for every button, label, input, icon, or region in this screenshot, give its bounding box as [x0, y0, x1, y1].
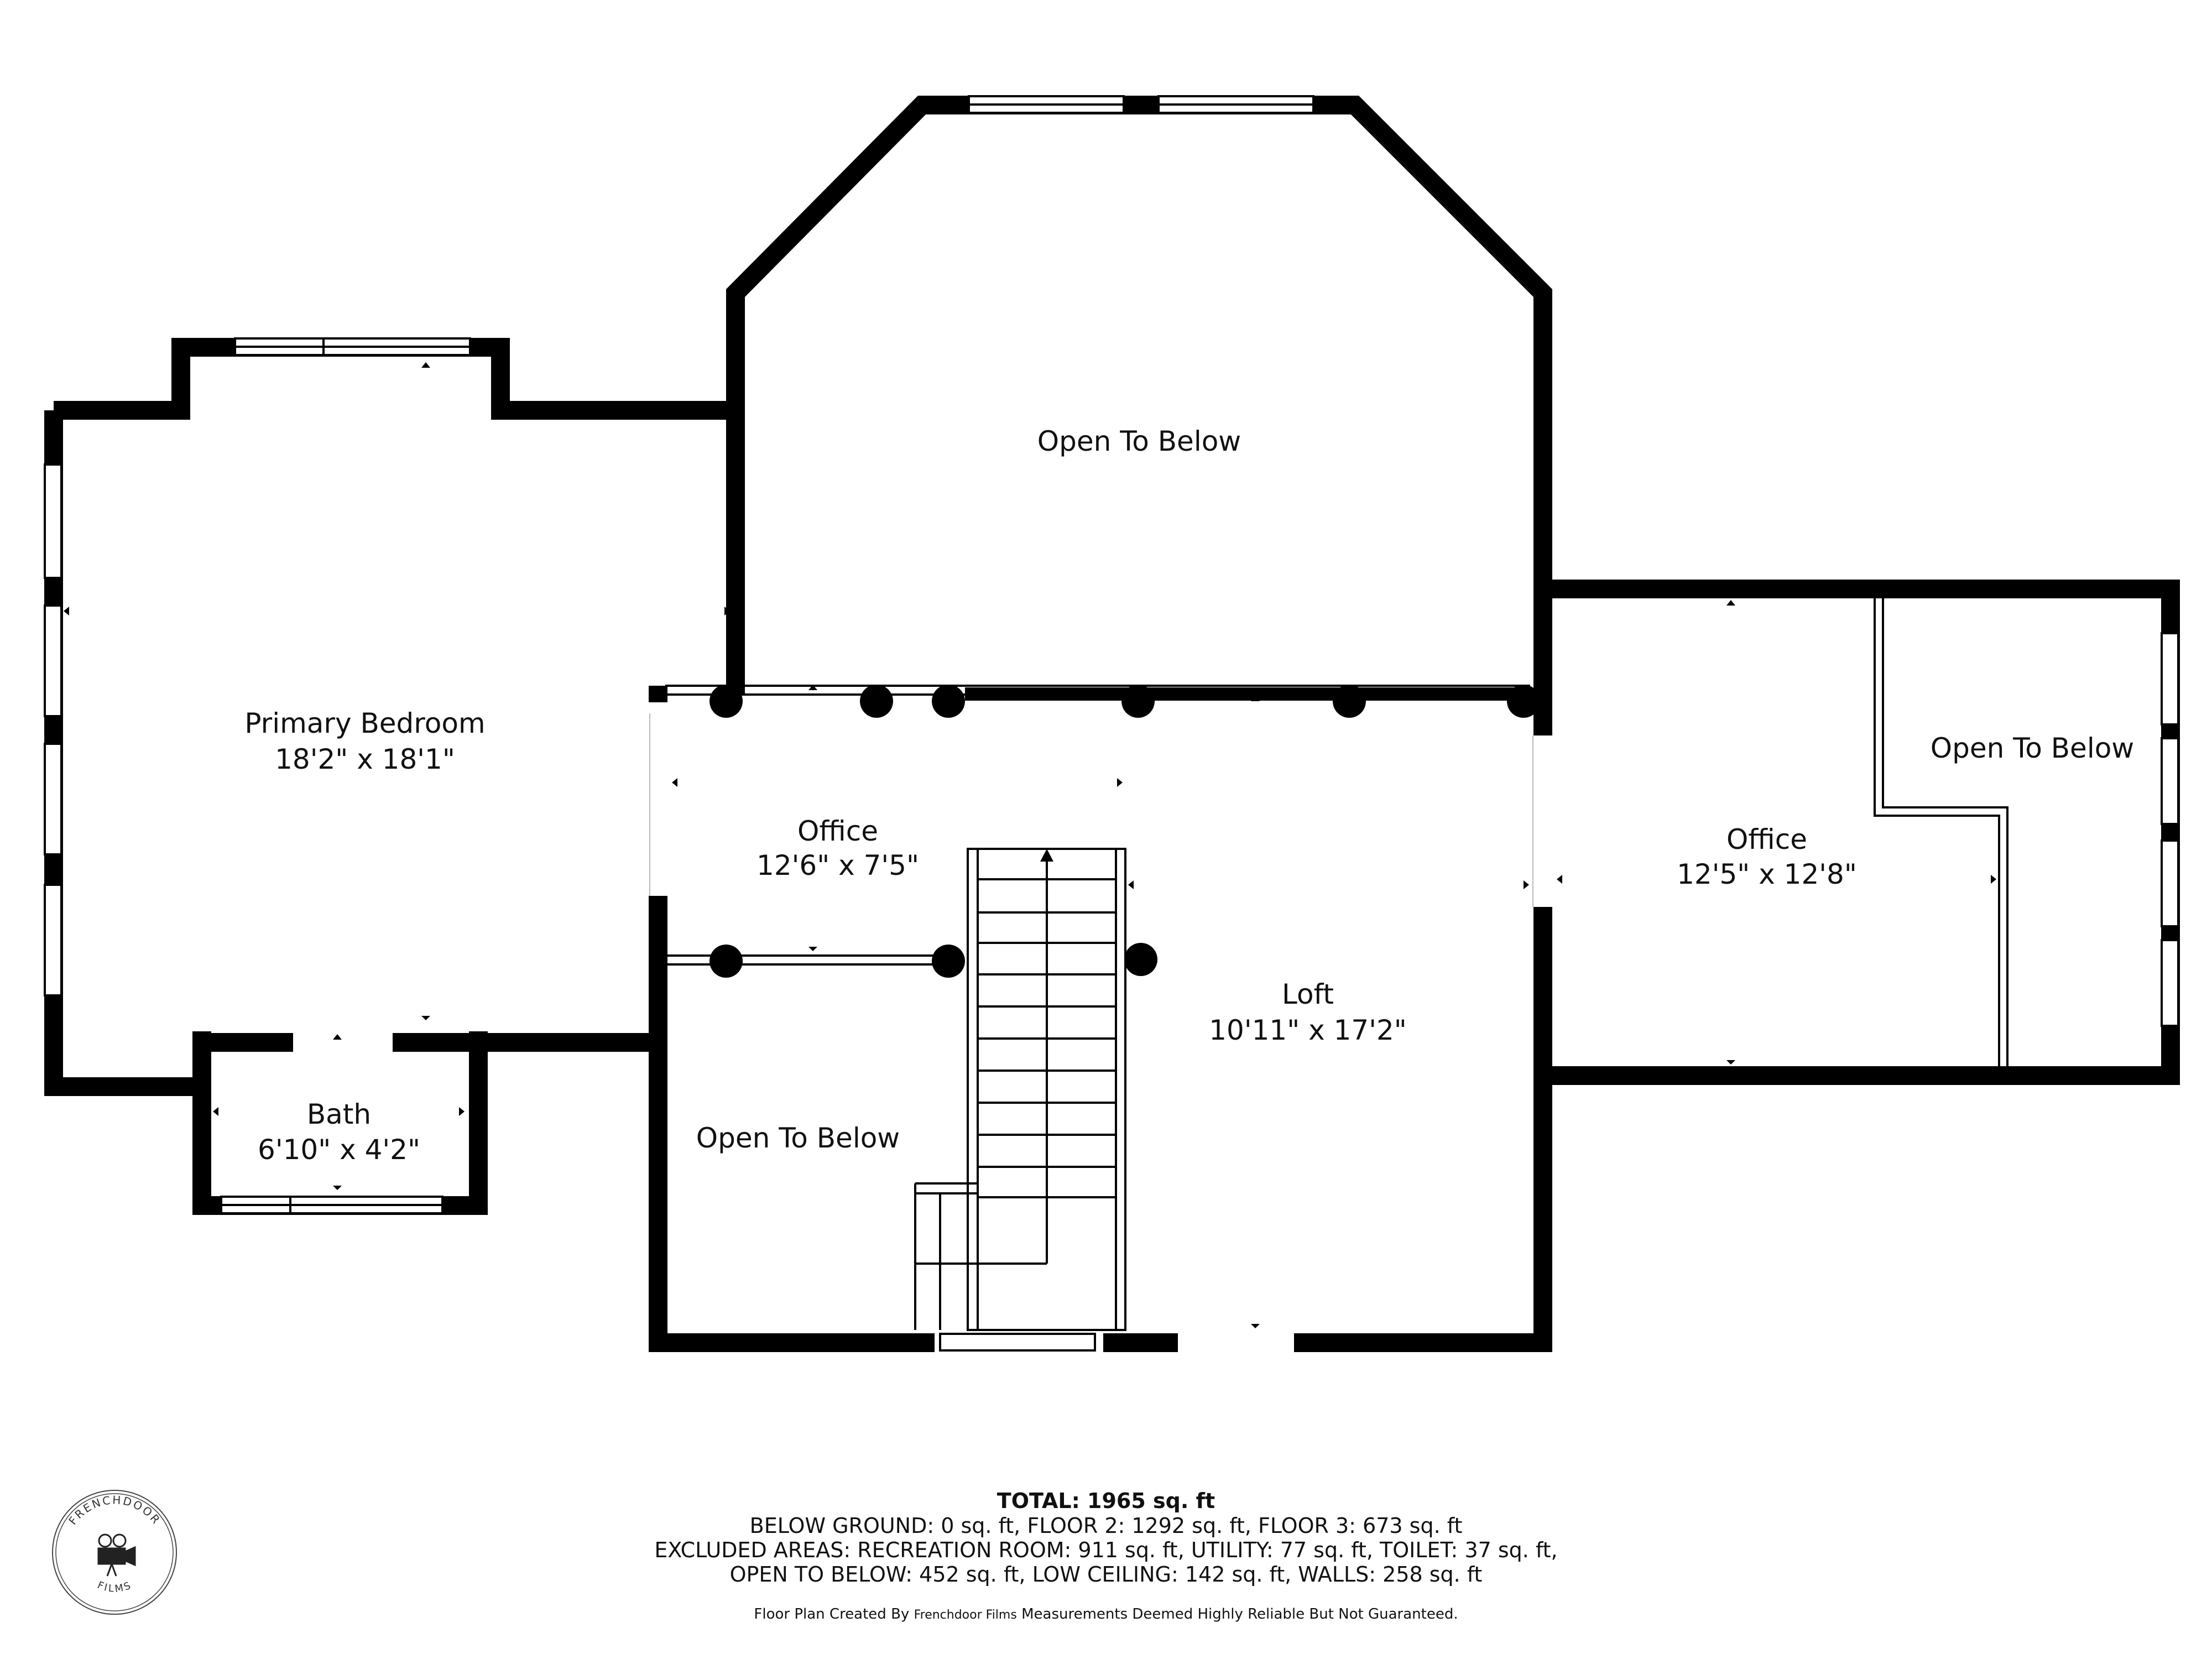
frenchdoor-films-logo: FRENCHDOOR FILMS	[52, 1490, 177, 1615]
primary-bedroom-dims: 18'2" x 18'1"	[275, 743, 455, 775]
credit-line: Floor Plan Created By Frenchdoor Films M…	[0, 1606, 2212, 1623]
open-to-below-left-label: Open To Below	[696, 1122, 900, 1154]
octagon-wall	[726, 96, 1552, 694]
right-office-wall	[1543, 580, 2180, 1085]
stair-up-arrow-icon	[1040, 849, 1053, 862]
open-to-below-top-label: Open To Below	[1037, 425, 1241, 457]
credit-brand: Frenchdoor Films	[914, 1608, 1017, 1622]
window	[939, 1333, 1096, 1352]
window	[44, 743, 62, 855]
open-to-below-right-label: Open To Below	[1931, 732, 2134, 764]
loft-name: Loft	[1282, 978, 1334, 1010]
primary-bedroom-name: Primary Bedroom	[244, 707, 485, 739]
office-left-dims: 12'6" x 7'5"	[757, 849, 919, 881]
area-breakdown-line-3: OPEN TO BELOW: 452 sq. ft, LOW CEILING: …	[729, 1562, 1483, 1587]
window	[44, 463, 62, 579]
window	[2161, 839, 2179, 927]
office-right-dims: 12'5" x 12'8"	[1677, 858, 1857, 890]
total-area: TOTAL: 1965 sq. ft	[997, 1489, 1215, 1513]
dimension-ticks	[64, 362, 1996, 1328]
stairs[interactable]	[914, 848, 1126, 1331]
window	[44, 604, 62, 717]
bath-name: Bath	[307, 1098, 371, 1130]
bath-dims: 6'10" x 4'2"	[258, 1134, 420, 1166]
windows	[44, 95, 2179, 1354]
office-left-name: Office	[797, 815, 878, 847]
area-breakdown-line-1: BELOW GROUND: 0 sq. ft, FLOOR 2: 1292 sq…	[749, 1514, 1463, 1538]
window	[2161, 939, 2179, 1027]
window	[2161, 737, 2179, 825]
area-breakdown-line-2: EXCLUDED AREAS: RECREATION ROOM: 911 sq.…	[654, 1538, 1558, 1562]
loft-dims: 10'11" x 17'2"	[1209, 1014, 1407, 1046]
window	[2161, 632, 2179, 726]
room-labels: Open To Below Primary Bedroom 18'2" x 18…	[244, 425, 2134, 1166]
office-right-name: Office	[1726, 823, 1807, 855]
movie-camera-icon	[97, 1533, 136, 1577]
columns	[709, 685, 1540, 978]
credit-suffix: Measurements Deemed Highly Reliable But …	[1016, 1606, 1458, 1623]
loft-wall	[649, 686, 1552, 1352]
credit-prefix: Floor Plan Created By	[754, 1606, 914, 1623]
window	[44, 884, 62, 997]
